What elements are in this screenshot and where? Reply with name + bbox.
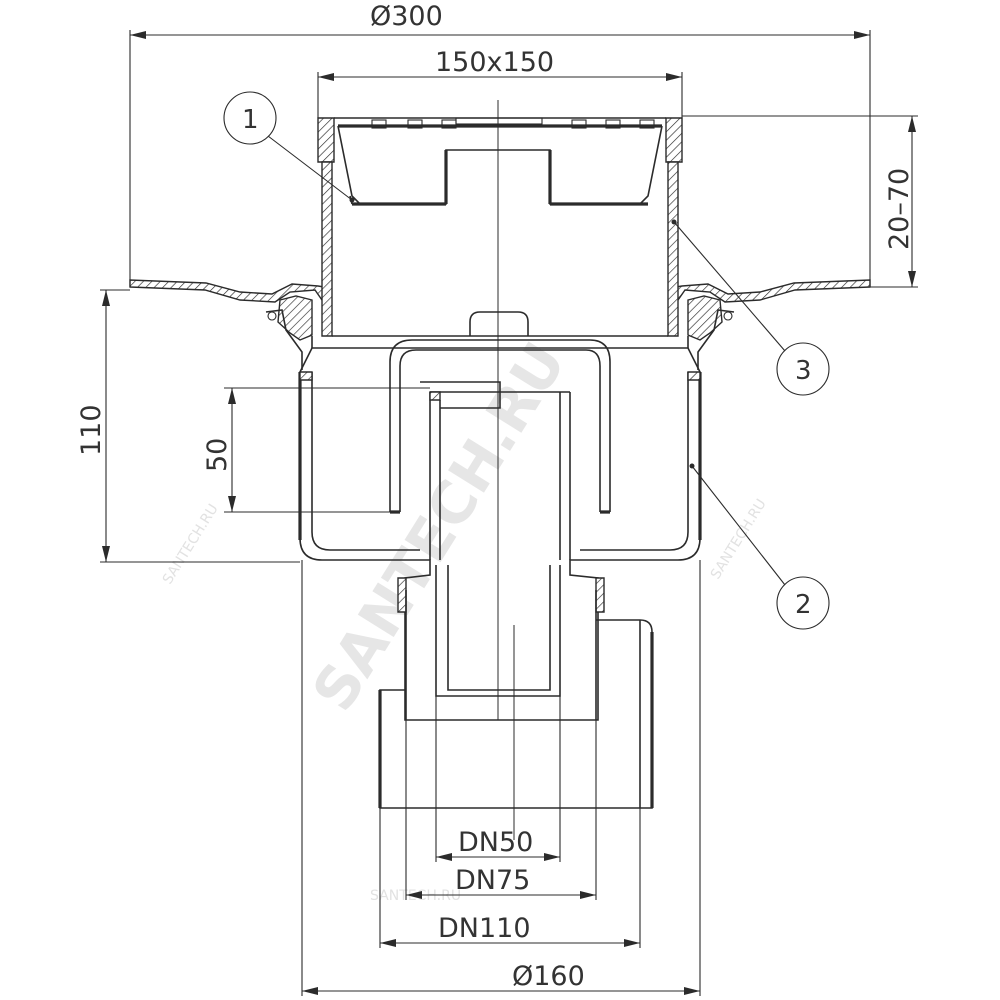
callout-1: 1 (223, 91, 355, 203)
watermark: SANTECH.RU SANTECH.RU SANTECH.RU SANTECH… (160, 331, 770, 904)
callout-3: 3 (671, 219, 830, 396)
clamp-ring (265, 295, 735, 370)
extension-frame (321, 161, 679, 337)
odour-trap-bell (389, 339, 611, 560)
callout-1-label: 1 (242, 105, 259, 135)
dim-label-dn110: DN110 (438, 913, 531, 944)
watermark-small-right: SANTECH.RU (708, 496, 770, 582)
watermark-small-left: SANTECH.RU (160, 501, 222, 587)
outlet-pipes (378, 565, 654, 809)
drain-body (298, 336, 702, 721)
watermark-main: SANTECH.RU (299, 331, 579, 723)
dim-label-body-height: 110 (76, 404, 107, 456)
dim-label-grate-size: 150x150 (435, 47, 554, 78)
dim-label-height-adjust: 20–70 (884, 168, 915, 250)
dim-label-water-seal: 50 (202, 438, 233, 472)
grate (317, 117, 683, 206)
callout-2-label: 2 (795, 590, 812, 620)
dim-label-overall-diameter: Ø300 (370, 1, 443, 32)
dim-label-dn50: DN50 (458, 827, 533, 858)
dim-label-outlet-diameter: Ø160 (512, 961, 585, 992)
dim-label-dn75: DN75 (455, 865, 530, 896)
dimension-lines (100, 30, 918, 996)
grate-slots (371, 117, 655, 129)
roof-membrane-flange (129, 279, 871, 303)
callout-2: 2 (689, 463, 830, 630)
callout-3-label: 3 (795, 356, 812, 386)
